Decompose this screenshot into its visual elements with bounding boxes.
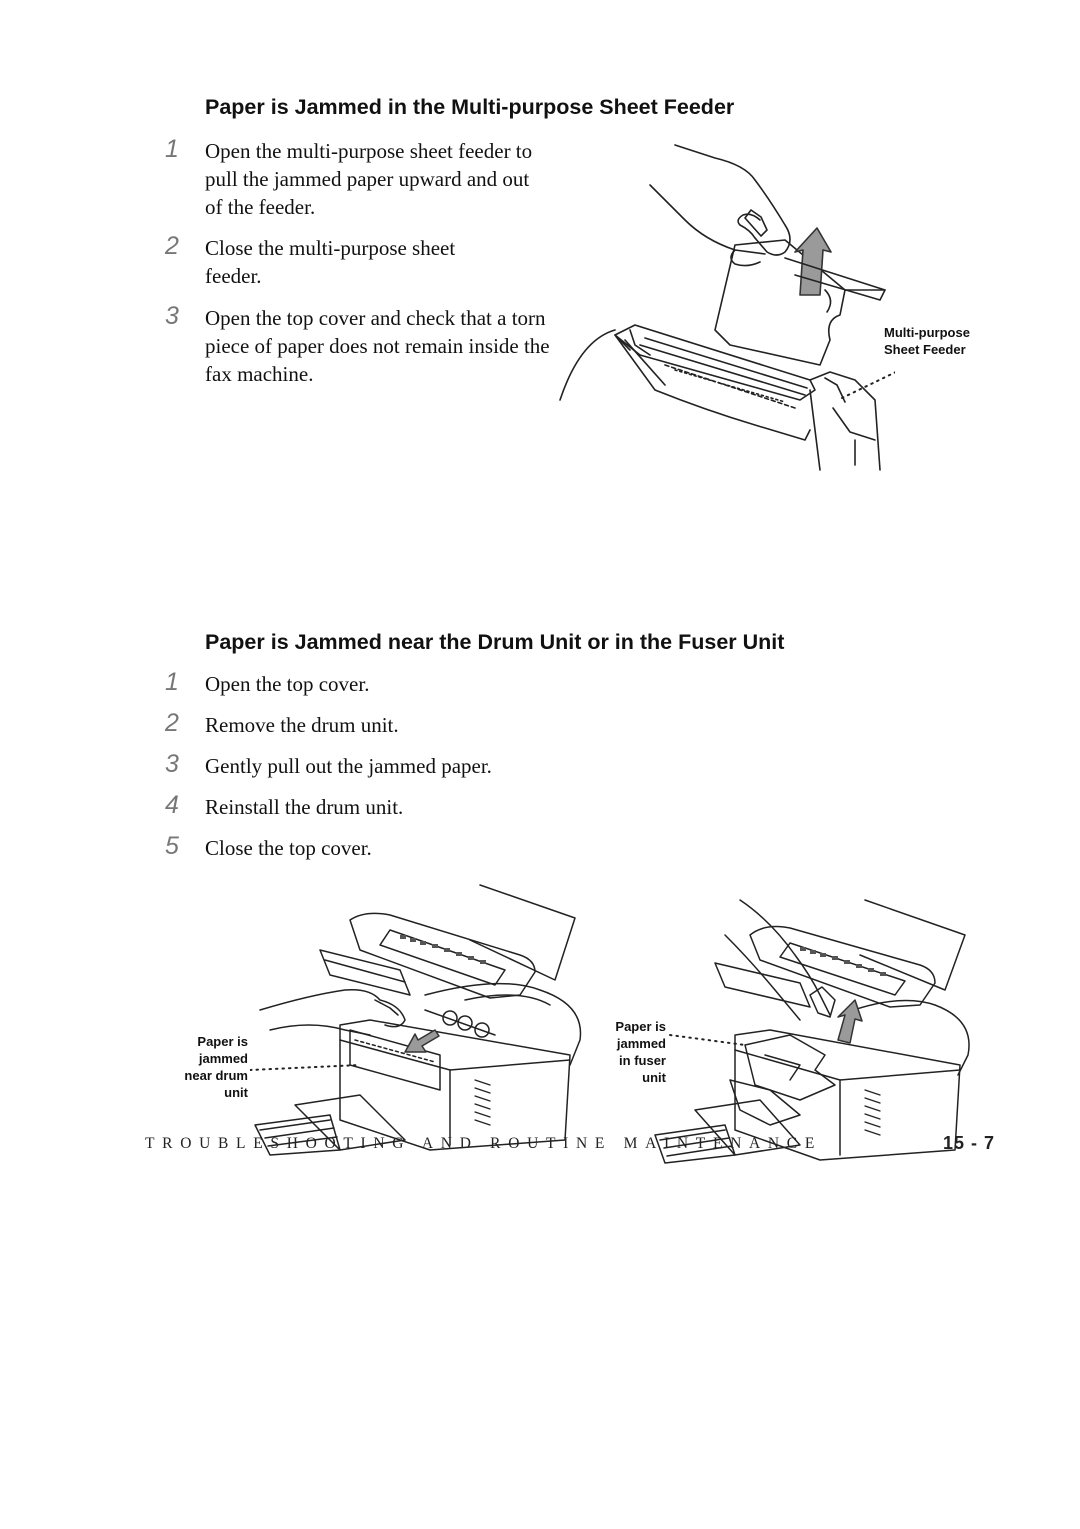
step-text: Remove the drum unit.: [205, 713, 399, 737]
running-title: TROUBLESHOOTING AND ROUTINE MAINTENANCE: [145, 1135, 823, 1152]
step-number: 3: [165, 302, 179, 330]
step-number: 2: [165, 709, 179, 737]
section-heading-sheet-feeder: Paper is Jammed in the Multi-purpose She…: [205, 95, 735, 119]
page-footer: TROUBLESHOOTING AND ROUTINE MAINTENANCE …: [145, 1133, 995, 1165]
fuser-jam-illustration: [654, 899, 970, 1164]
step-number: 3: [165, 750, 179, 778]
step-number: 4: [165, 791, 179, 819]
drum-jam-illustration: [250, 884, 582, 1156]
fuser-jam-callout: Paper is jammed in fuser unit: [615, 1019, 666, 1085]
step-text: Open the multi-purpose sheet feeder to p…: [205, 139, 533, 219]
step-text: Reinstall the drum unit.: [205, 795, 404, 819]
step-text: Open the top cover.: [205, 672, 370, 696]
step-text: Close the top cover.: [205, 836, 372, 860]
step-text: Gently pull out the jammed paper.: [205, 754, 492, 778]
step-number: 1: [165, 668, 179, 696]
step-text: Open the top cover and check that a torn…: [205, 306, 550, 386]
step-text: Close the multi-purpose sheet feeder.: [205, 236, 456, 288]
step-number: 2: [165, 232, 179, 260]
step-number: 1: [165, 135, 179, 163]
sheet-feeder-illustration: [559, 144, 895, 471]
drum-jam-callout: Paper is jammed near drum unit: [184, 1034, 248, 1100]
step-number: 5: [165, 832, 179, 860]
sheet-feeder-callout: Multi-purpose Sheet Feeder: [884, 325, 970, 357]
page-number: 15 - 7: [942, 1133, 995, 1153]
section-heading-drum-fuser: Paper is Jammed near the Drum Unit or in…: [205, 630, 785, 654]
